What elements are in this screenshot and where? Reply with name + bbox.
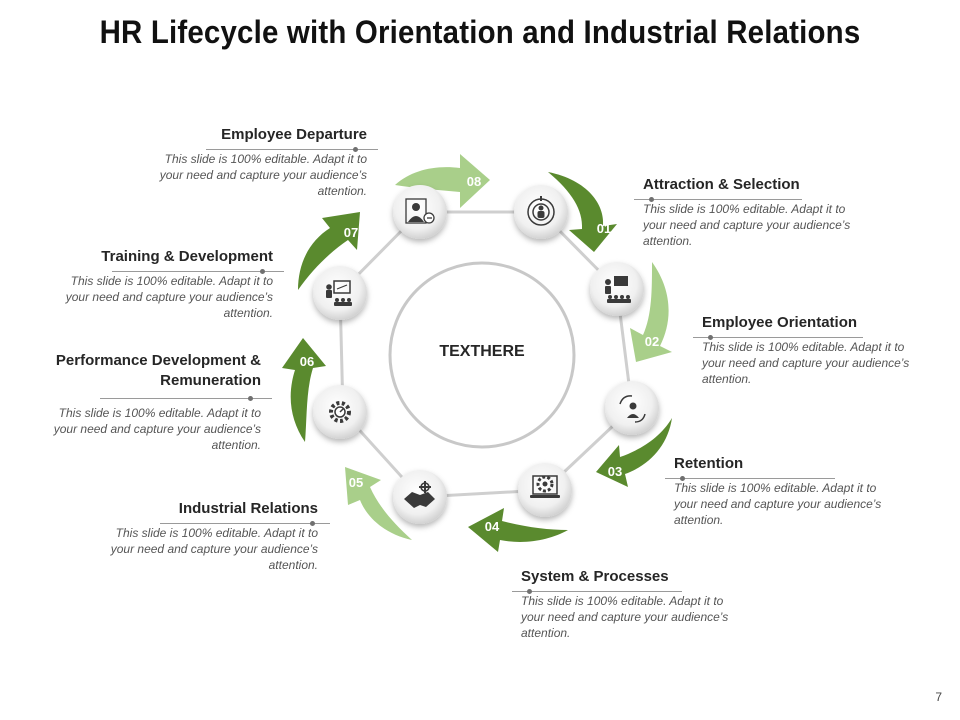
step-number-08: 08 (467, 174, 481, 189)
label-divider (512, 591, 682, 592)
step-title: Attraction & Selection (643, 176, 800, 193)
step-label-02: Employee Orientation This slide is 100% … (702, 313, 912, 387)
step-title: Performance Development & Remuneration (55, 352, 261, 389)
arrow-05: 05 (345, 467, 412, 540)
step-description: This slide is 100% editable. Adapt it to… (65, 274, 273, 320)
label-divider (634, 199, 802, 200)
step-title: Employee Orientation (702, 314, 858, 331)
step-label-07: Training & Development This slide is 100… (62, 247, 273, 321)
step-title: Employee Departure (221, 126, 367, 143)
label-divider-dot (310, 521, 315, 526)
step-number-04: 04 (485, 519, 500, 534)
step-label-01: Attraction & Selection This slide is 100… (643, 175, 853, 249)
step-label-05: Industrial Relations This slide is 100% … (108, 499, 318, 573)
step-label-06: Performance Development & Remuneration T… (40, 351, 261, 453)
label-divider (100, 398, 272, 399)
presentation-audience-icon (605, 276, 631, 303)
arrow-01: 01 (548, 172, 617, 252)
step-title: Industrial Relations (178, 500, 318, 517)
gear-performance-icon (329, 401, 351, 423)
step-number-02: 02 (645, 334, 659, 349)
label-divider (160, 523, 330, 524)
step-description: This slide is 100% editable. Adapt it to… (110, 526, 318, 572)
label-divider-dot (260, 269, 265, 274)
gear-laptop-icon (530, 475, 560, 498)
target-person-icon (527, 196, 555, 226)
label-divider-dot (527, 589, 532, 594)
step-title: Training & Development (101, 248, 273, 265)
person-exit-icon (405, 198, 435, 224)
arrow-03: 03 (596, 418, 672, 487)
label-divider (206, 149, 378, 150)
label-divider-dot (708, 335, 713, 340)
step-number-06: 06 (300, 354, 314, 369)
step-description: This slide is 100% editable. Adapt it to… (643, 202, 851, 248)
step-label-08: Employee Departure This slide is 100% ed… (156, 125, 367, 199)
step-number-01: 01 (597, 221, 611, 236)
label-divider (665, 478, 835, 479)
person-cycle-icon (619, 395, 646, 423)
step-number-03: 03 (608, 464, 622, 479)
step-number-07: 07 (344, 225, 358, 240)
arrow-07: 07 (298, 212, 360, 290)
step-label-03: Retention This slide is 100% editable. A… (674, 454, 884, 528)
arrow-08: 08 (395, 154, 490, 208)
node-02 (590, 262, 644, 316)
step-title: System & Processes (521, 568, 669, 585)
step-description: This slide is 100% editable. Adapt it to… (674, 481, 882, 527)
step-title: Retention (674, 455, 744, 472)
arrow-06: 06 (282, 338, 326, 442)
arrow-04: 04 (468, 508, 568, 552)
handshake-icon (404, 481, 435, 508)
step-description: This slide is 100% editable. Adapt it to… (53, 406, 261, 452)
label-divider (693, 337, 863, 338)
center-text: TEXTHERE (439, 343, 525, 360)
step-description: This slide is 100% editable. Adapt it to… (159, 152, 367, 198)
step-label-04: System & Processes This slide is 100% ed… (521, 567, 731, 641)
label-divider-dot (248, 396, 253, 401)
step-number-05: 05 (349, 475, 363, 490)
page-title: HR Lifecycle with Orientation and Indust… (99, 14, 861, 50)
label-divider-dot (680, 476, 685, 481)
page-number: 7 (935, 690, 942, 704)
label-divider-dot (649, 197, 654, 202)
step-description: This slide is 100% editable. Adapt it to… (702, 340, 910, 386)
label-divider-dot (353, 147, 358, 152)
arrow-02: 02 (630, 262, 672, 362)
node-08 (393, 185, 447, 239)
step-description: This slide is 100% editable. Adapt it to… (521, 594, 729, 640)
label-divider (112, 271, 284, 272)
center-circle (388, 261, 576, 449)
trainer-board-icon (326, 280, 352, 306)
